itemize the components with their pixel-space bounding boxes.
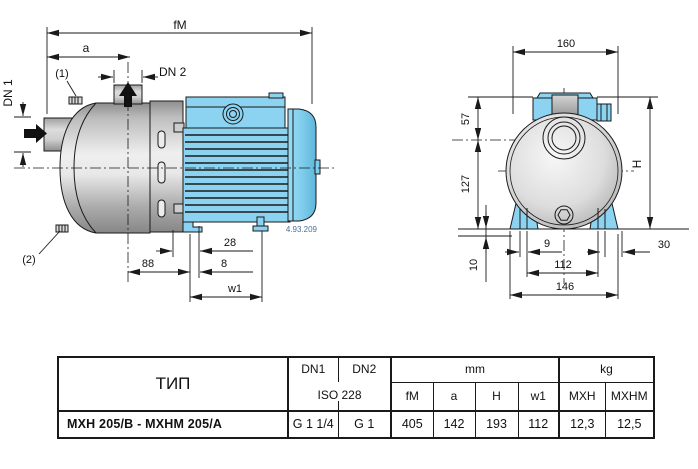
cell-w1: 112 — [517, 410, 560, 439]
drain-plug — [554, 205, 574, 225]
pump-side-view — [24, 82, 321, 234]
pump-casing-circle — [505, 112, 623, 230]
technical-drawing: fM a DN 2 DN 1 (1) (2) 28 88 8 w1 4.93.2… — [1, 18, 689, 302]
col-header-fm: fM — [390, 381, 434, 412]
dim-label-112: 112 — [554, 259, 572, 271]
dim-label-127: 127 — [460, 175, 472, 193]
motor-foot — [182, 221, 203, 233]
cell-dn1: G 1 1/4 — [287, 410, 339, 439]
cell-mxhm-weight: 12,5 — [604, 410, 655, 439]
dim-label-w1: w1 — [227, 283, 242, 295]
motor-body — [182, 127, 291, 223]
dim-label-dn1: DN 1 — [1, 79, 15, 107]
col-header-type: ТИП — [57, 356, 289, 412]
cell-a: 142 — [432, 410, 476, 439]
air-vent-bolt — [68, 96, 83, 105]
dim-label-30: 30 — [658, 239, 670, 251]
dim-label-9: 9 — [544, 238, 550, 250]
cell-dn2: G 1 — [337, 410, 392, 439]
dim-label-160: 160 — [557, 38, 575, 50]
col-header-iso: ISO 228 — [287, 382, 392, 412]
drawing-ref-code: 4.93.209 — [286, 225, 318, 234]
dim-label-8: 8 — [221, 258, 227, 270]
col-header-mxh: MXH — [558, 381, 606, 412]
motor-cap — [222, 103, 244, 125]
col-header-a: a — [432, 381, 476, 412]
fan-cover — [287, 108, 317, 222]
outlet-flow-arrow — [119, 82, 137, 107]
callout-1-label: (1) — [55, 68, 68, 80]
dim-label-146: 146 — [556, 281, 574, 293]
dimensions-table: ТИП DN1 DN2 mm kg ISO 228 fM a H w1 MXH … — [57, 356, 655, 439]
port-flange — [542, 116, 586, 160]
drain-bolt — [55, 224, 69, 233]
cable-gland — [596, 103, 612, 122]
cell-fm: 405 — [390, 410, 434, 439]
dim-label-88: 88 — [142, 258, 154, 270]
front-view-dimensions — [468, 46, 658, 299]
callout-2-label: (2) — [22, 254, 35, 266]
dim-label-fm: fM — [173, 18, 186, 32]
col-header-mxhm: MXHM — [604, 381, 655, 412]
dim-label-57: 57 — [460, 113, 472, 125]
dim-label-h: H — [630, 160, 644, 169]
pump-front-view — [458, 92, 689, 237]
col-header-dn1: DN1 — [287, 356, 339, 382]
dim-label-a: a — [83, 41, 90, 55]
col-header-dn2: DN2 — [337, 356, 392, 382]
col-group-kg: kg — [558, 356, 655, 383]
dim-label-10: 10 — [468, 259, 480, 271]
side-view-dimensions — [14, 27, 313, 302]
col-group-mm: mm — [390, 356, 560, 383]
cell-mxh-weight: 12,3 — [558, 410, 606, 439]
cell-h: 193 — [474, 410, 519, 439]
dim-label-28: 28 — [224, 237, 236, 249]
cell-pump-type: MXH 205/B - MXHM 205/A — [57, 410, 289, 439]
dim-label-dn2: DN 2 — [159, 65, 187, 79]
inlet-flow-arrow — [24, 124, 47, 143]
col-header-w1: w1 — [517, 381, 560, 412]
col-header-h: H — [474, 381, 519, 412]
